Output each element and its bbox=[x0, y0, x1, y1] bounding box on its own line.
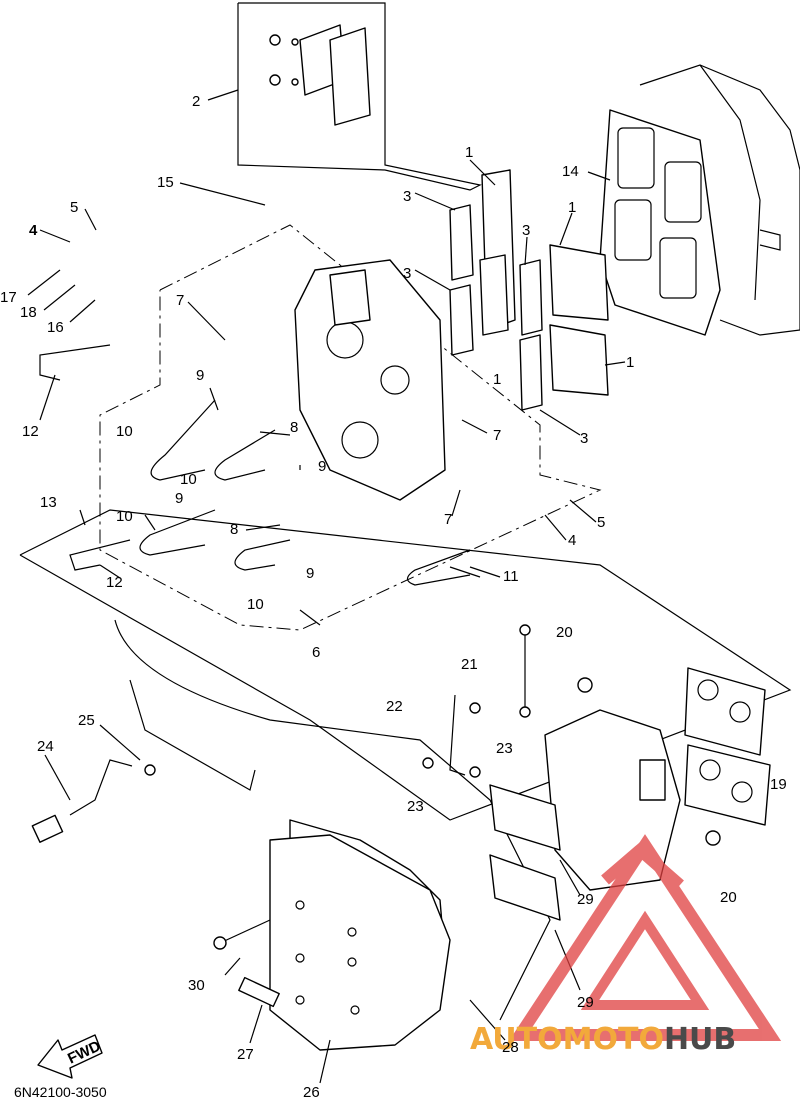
callout-4: 4 bbox=[29, 222, 38, 239]
callout-3: 3 bbox=[403, 265, 411, 282]
callout-13: 13 bbox=[40, 494, 57, 511]
callout-4: 4 bbox=[568, 532, 576, 549]
callout-15: 15 bbox=[157, 174, 174, 191]
watermark-suffix: HUB bbox=[664, 1022, 736, 1057]
callout-19: 19 bbox=[770, 776, 787, 793]
callout-27: 27 bbox=[237, 1046, 254, 1063]
assembly-boundary bbox=[99, 224, 602, 631]
silencer-assembly bbox=[19, 509, 792, 1051]
watermark-text: AUTOMOTOHUB bbox=[470, 1022, 736, 1057]
callout-14: 14 bbox=[562, 163, 579, 180]
gasket-plate bbox=[599, 109, 721, 336]
linkage bbox=[422, 624, 721, 846]
callout-20: 20 bbox=[720, 889, 737, 906]
callout-8: 8 bbox=[290, 419, 298, 436]
callout-18: 18 bbox=[20, 304, 37, 321]
callout-5: 5 bbox=[70, 199, 78, 216]
callout-2: 2 bbox=[192, 93, 200, 110]
callout-1: 1 bbox=[568, 199, 576, 216]
callout-10: 10 bbox=[116, 508, 133, 525]
callout-22: 22 bbox=[386, 698, 403, 715]
callout-10: 10 bbox=[116, 423, 133, 440]
callout-23: 23 bbox=[496, 740, 513, 757]
callout-30: 30 bbox=[188, 977, 205, 994]
callout-7: 7 bbox=[444, 511, 452, 528]
callout-24: 24 bbox=[37, 738, 54, 755]
callout-9: 9 bbox=[306, 565, 314, 582]
crankcase-outline bbox=[639, 64, 800, 336]
callout-9: 9 bbox=[318, 458, 326, 475]
reed-valve-group bbox=[449, 169, 609, 411]
callout-5: 5 bbox=[597, 514, 605, 531]
callout-6: 6 bbox=[312, 644, 320, 661]
callout-10: 10 bbox=[247, 596, 264, 613]
callout-26: 26 bbox=[303, 1084, 320, 1100]
callout-12: 12 bbox=[106, 574, 123, 591]
callout-23: 23 bbox=[407, 798, 424, 815]
callout-7: 7 bbox=[493, 427, 501, 444]
callout-9: 9 bbox=[175, 490, 183, 507]
callout-29: 29 bbox=[577, 994, 594, 1011]
callout-labels: 1 1 1 1 2 3 3 3 3 4 4 5 5 6 7 7 7 8 8 9 … bbox=[0, 93, 787, 1100]
callout-11: 11 bbox=[503, 568, 519, 585]
callout-21: 21 bbox=[461, 656, 478, 673]
callout-20: 20 bbox=[556, 624, 573, 641]
callout-12: 12 bbox=[22, 423, 39, 440]
inset-detail-box bbox=[237, 2, 482, 191]
callout-17: 17 bbox=[0, 289, 17, 306]
callout-16: 16 bbox=[47, 319, 64, 336]
watermark-prefix: AUTOMOTO bbox=[470, 1022, 664, 1057]
callout-8: 8 bbox=[230, 521, 238, 538]
carburetor-block bbox=[489, 667, 771, 921]
callout-28: 28 bbox=[502, 1039, 519, 1056]
callout-7: 7 bbox=[176, 292, 184, 309]
intake-manifold bbox=[294, 259, 446, 501]
callout-1: 1 bbox=[626, 354, 634, 371]
leader-lines bbox=[27, 89, 626, 626]
callout-9: 9 bbox=[196, 367, 204, 384]
fuel-pipe-24 bbox=[31, 724, 156, 843]
callout-1: 1 bbox=[465, 144, 473, 161]
watermark-logo-icon bbox=[508, 834, 782, 1041]
part-code: 6N42100-3050 bbox=[14, 1084, 107, 1100]
callout-1: 1 bbox=[493, 371, 501, 388]
callout-3: 3 bbox=[522, 222, 530, 239]
hoses bbox=[39, 344, 471, 586]
callout-29: 29 bbox=[577, 891, 594, 908]
fwd-arrow: FWD bbox=[37, 1034, 103, 1079]
callout-3: 3 bbox=[580, 430, 588, 447]
callout-10: 10 bbox=[180, 471, 197, 488]
callout-3: 3 bbox=[403, 188, 411, 205]
callout-25: 25 bbox=[78, 712, 95, 729]
